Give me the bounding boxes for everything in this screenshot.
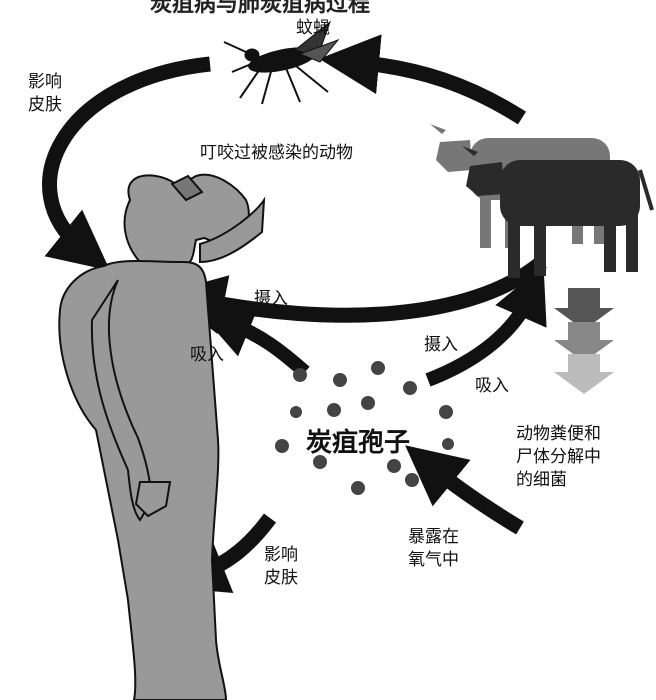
spore-icon: [275, 361, 454, 495]
label-ingest-right: 摄入: [424, 335, 458, 355]
label-skin-top-line1: 影响: [28, 72, 62, 92]
cattle-icon-front: [462, 146, 654, 278]
diagram-title: 炭疽病与肺炭疽病过程: [150, 0, 371, 17]
arrow-spores-to-cattle: [425, 265, 547, 387]
arrow-spores-to-human-inhale: [196, 304, 310, 378]
arrow-cattle-to-human-ingest: [164, 256, 547, 335]
label-skin-top-line2: 皮肤: [28, 95, 62, 115]
label-skin-bottom-line1: 影响: [264, 545, 298, 565]
label-mosquito: 蚊蝇: [296, 18, 330, 38]
label-decomp-line3: 的细菌: [516, 470, 567, 490]
label-ingest-left: 摄入: [254, 289, 288, 309]
label-oxygen-line1: 暴露在: [408, 527, 459, 547]
label-inhale-right: 吸入: [475, 376, 509, 396]
human-figure: [58, 173, 266, 700]
label-skin-bottom-line2: 皮肤: [264, 568, 298, 588]
label-oxygen-line2: 氧气中: [408, 550, 459, 570]
label-inhale-left: 吸入: [190, 345, 224, 365]
label-decomp-line2: 尸体分解中: [516, 447, 601, 467]
arrow-oxygen-to-spores: [405, 445, 524, 535]
arrow-cattle-to-mosquito: [319, 34, 527, 125]
label-bite-infected-animal: 叮咬过被感染的动物: [200, 143, 353, 163]
label-anthrax-spores: 炭疽孢子: [306, 428, 411, 458]
arrow-mosquito-to-skin: [42, 56, 211, 271]
mosquito-icon: [223, 20, 340, 105]
label-decomp-line1: 动物粪便和: [516, 424, 601, 444]
down-arrow-icon: [554, 288, 614, 394]
